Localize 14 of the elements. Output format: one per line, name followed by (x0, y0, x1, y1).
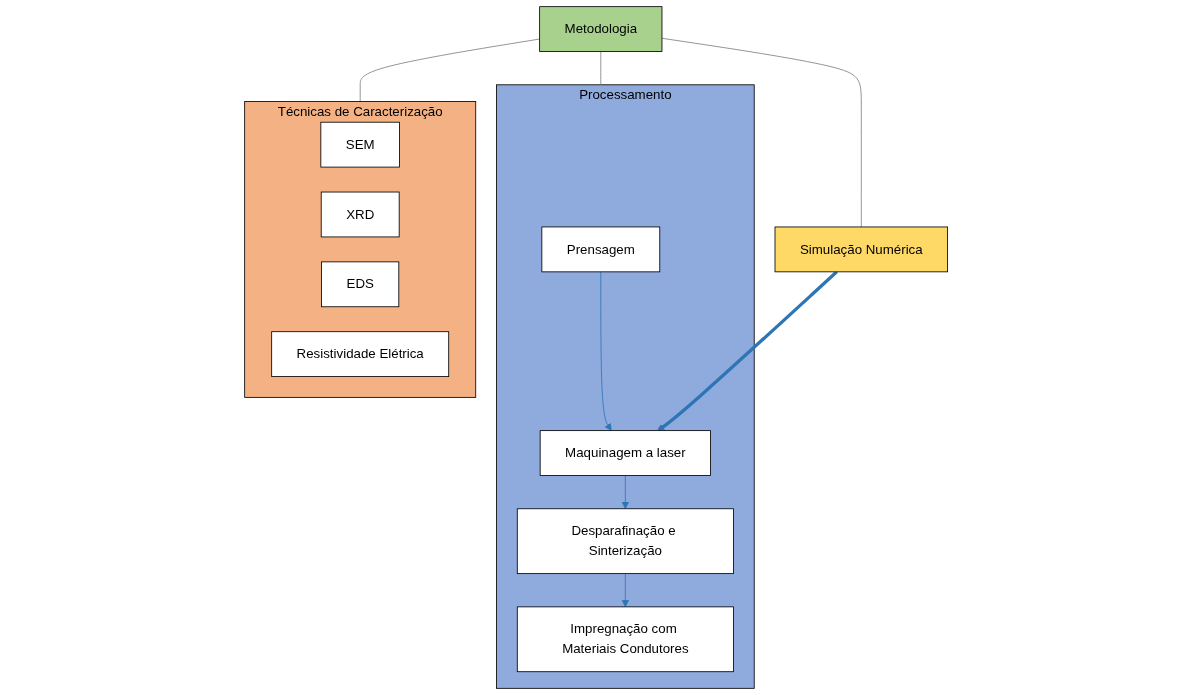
node-box: Simulação Numérica (774, 226, 949, 273)
node-box: Metodologia (539, 6, 663, 52)
node-box: Desparafinação e Sinterização (517, 508, 735, 575)
node-box: Impregnação com Materiais Condutores (517, 606, 735, 673)
connector (661, 37, 863, 228)
node-box: EDS (321, 261, 400, 308)
node-box: Resistividade Elétrica (271, 331, 450, 377)
connector (600, 51, 602, 86)
node-box: XRD (321, 191, 400, 238)
connector (360, 38, 541, 102)
arrow (657, 270, 839, 431)
node-box: Prensagem (541, 226, 661, 273)
node-box: SEM (320, 121, 401, 168)
node-box: Maquinagem a laser (540, 430, 712, 476)
